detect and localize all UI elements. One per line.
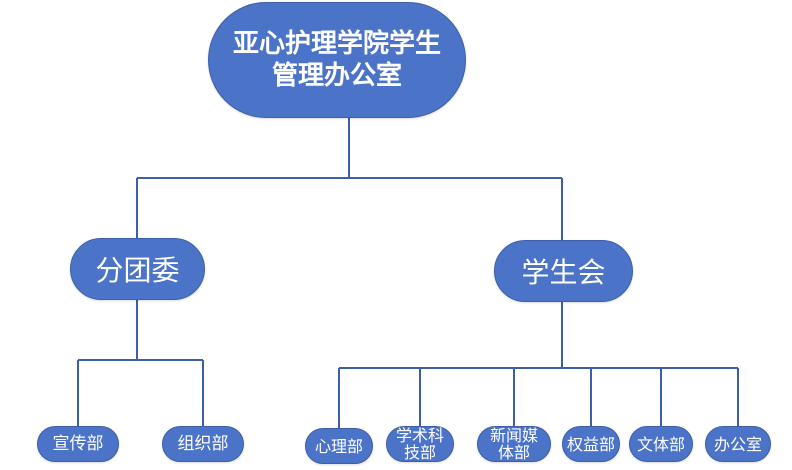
leaf-node-xueshukejibu: 学术科 技部 [386,426,454,462]
leaf-node-bangongshi: 办公室 [705,426,771,462]
leaf-node-quanyibu: 权益部 [562,426,620,462]
root-node: 亚心护理学院学生 管理办公室 [208,2,466,118]
leaf-node-zuzhibu: 组织部 [162,426,244,462]
leaf-node-xinlibu: 心理部 [305,428,373,464]
leaf-node-wentibu: 文体部 [629,426,693,462]
leaf-node-xuanchuanbu: 宣传部 [37,426,119,462]
leaf-node-xinwenmeitibu: 新闻媒 体部 [477,426,551,462]
branch-node-fentuanwei: 分团委 [70,238,205,300]
branch-node-xueshenghui: 学生会 [494,240,633,302]
